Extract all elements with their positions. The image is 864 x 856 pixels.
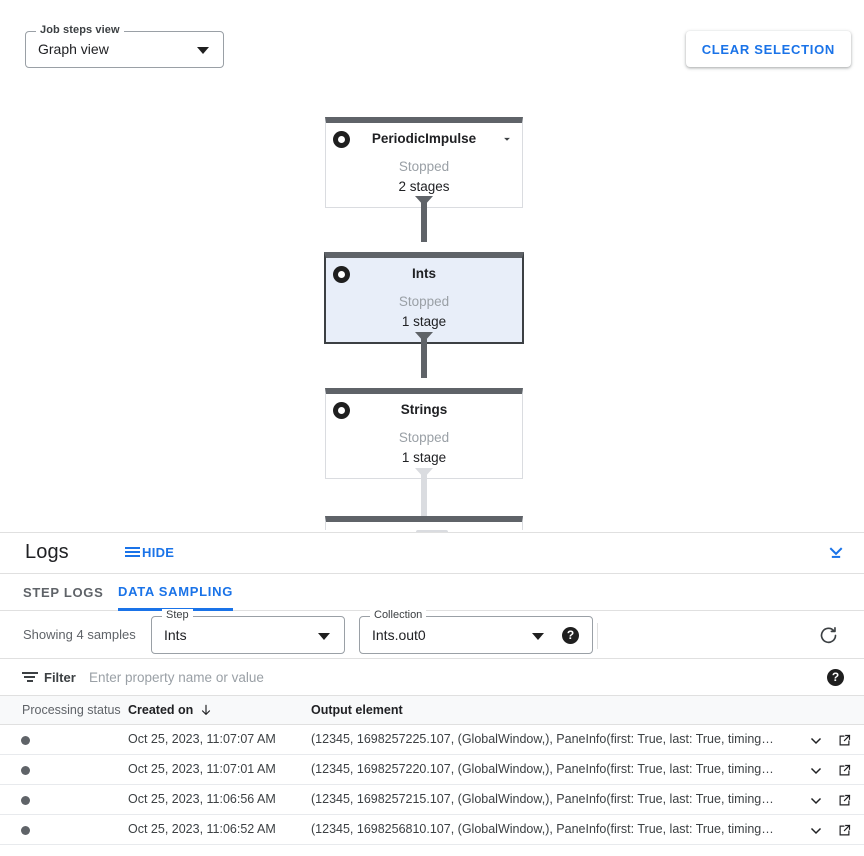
node-title: PeriodicImpulse (371, 131, 477, 146)
sampling-controls: Showing 4 samples Step Ints Collection I… (0, 609, 864, 659)
node-status: Stopped (398, 430, 450, 445)
hide-logs-button[interactable]: HIDE (125, 545, 174, 560)
samples-table: Processing status Created on Output elem… (0, 696, 864, 845)
cell-output-element: (12345, 1698257215.107, (GlobalWindow,),… (311, 792, 774, 806)
chevron-down-icon (197, 47, 209, 54)
cell-created-on: Oct 25, 2023, 11:06:52 AM (128, 822, 276, 836)
node-header: Strings (326, 400, 522, 428)
graph-node-strings[interactable]: Strings Stopped 1 stage (325, 388, 523, 479)
collection-select-value: Ints.out0 (372, 627, 426, 643)
list-lines-icon (125, 546, 140, 559)
arrow-down-icon (199, 703, 213, 717)
status-dot-icon (21, 796, 30, 805)
node-stages: 1 stage (401, 314, 447, 329)
collection-select-label: Collection (370, 609, 427, 621)
stopped-status-icon (333, 266, 350, 283)
logs-tabs: STEP LOGS DATA SAMPLING (0, 574, 864, 611)
job-steps-view-select[interactable]: Job steps view Graph view (25, 24, 224, 68)
filter-label: Filter (44, 670, 76, 685)
logs-panel: Logs HIDE STEP LOGS DATA SAMPLING Showin… (0, 532, 864, 856)
logs-header: Logs HIDE (0, 533, 864, 574)
node-header: Ints (326, 264, 522, 292)
chevron-down-icon (318, 633, 330, 640)
showing-samples-text: Showing 4 samples (23, 627, 136, 642)
connector-arrow-1 (415, 196, 433, 206)
column-header-created-on-label: Created on (128, 703, 194, 717)
column-header-output-element[interactable]: Output element (311, 703, 403, 717)
table-row[interactable]: Oct 25, 2023, 11:06:52 AM (12345, 169825… (0, 815, 864, 845)
cell-output-element: (12345, 1698257220.107, (GlobalWindow,),… (311, 762, 774, 776)
stopped-status-icon (333, 402, 350, 419)
refresh-icon[interactable] (818, 625, 839, 646)
graph-node-ints[interactable]: Ints Stopped 1 stage (324, 252, 524, 344)
node-stages: 1 stage (401, 450, 447, 465)
clear-selection-button[interactable]: CLEAR SELECTION (685, 31, 851, 67)
node-header: PeriodicImpulse (326, 129, 522, 157)
cell-output-element: (12345, 1698256810.107, (GlobalWindow,),… (311, 822, 774, 836)
connector-2 (421, 333, 427, 378)
stopped-status-icon (333, 131, 350, 148)
status-dot-icon (21, 826, 30, 835)
help-icon[interactable]: ? (827, 669, 844, 686)
table-header-row: Processing status Created on Output elem… (0, 696, 864, 725)
job-steps-view-label: Job steps view (36, 24, 124, 36)
chevron-down-icon[interactable] (808, 823, 824, 839)
column-header-processing-status[interactable]: Processing status (22, 703, 121, 717)
cell-output-element: (12345, 1698257225.107, (GlobalWindow,),… (311, 732, 774, 746)
job-steps-view-value: Graph view (38, 41, 109, 57)
tab-step-logs[interactable]: STEP LOGS (23, 585, 104, 600)
logs-title: Logs (25, 541, 69, 563)
tab-data-sampling[interactable]: DATA SAMPLING (118, 574, 234, 611)
open-in-new-icon[interactable] (837, 793, 852, 808)
connector-1 (421, 197, 427, 242)
step-select-value: Ints (164, 627, 187, 643)
hide-logs-label: HIDE (142, 545, 175, 560)
node-stages: 2 stages (398, 179, 450, 194)
chevron-down-icon[interactable] (808, 763, 824, 779)
open-in-new-icon[interactable] (837, 733, 852, 748)
job-graph-pane: Job steps view Graph view CLEAR SELECTIO… (25, 24, 851, 532)
connector-arrow-3 (415, 468, 433, 478)
table-row[interactable]: Oct 25, 2023, 11:07:07 AM (12345, 169825… (0, 725, 864, 755)
node-status: Stopped (398, 294, 450, 309)
status-dot-icon (21, 736, 30, 745)
collection-select[interactable]: Collection Ints.out0 ? (359, 609, 593, 654)
column-header-created-on[interactable]: Created on (128, 703, 213, 717)
chevron-down-icon[interactable] (808, 733, 824, 749)
chevron-down-icon (532, 633, 544, 640)
cell-created-on: Oct 25, 2023, 11:06:56 AM (128, 792, 276, 806)
connector-3 (421, 469, 427, 519)
step-select[interactable]: Step Ints (151, 609, 345, 654)
collapse-panel-icon[interactable] (826, 543, 846, 563)
filter-icon (22, 672, 38, 684)
node-title: Ints (411, 266, 436, 281)
status-dot-icon (21, 766, 30, 775)
help-icon[interactable]: ? (562, 627, 579, 644)
step-select-label: Step (162, 609, 193, 621)
open-in-new-icon[interactable] (837, 823, 852, 838)
controls-divider (597, 623, 598, 649)
node-title: Strings (400, 402, 448, 417)
cell-created-on: Oct 25, 2023, 11:07:01 AM (128, 762, 276, 776)
cell-created-on: Oct 25, 2023, 11:07:07 AM (128, 732, 276, 746)
filter-bar: Filter ? (0, 659, 864, 696)
graph-node-periodicimpulse[interactable]: PeriodicImpulse Stopped 2 stages (325, 117, 523, 208)
chevron-down-icon[interactable] (500, 132, 514, 146)
chevron-down-icon[interactable] (808, 793, 824, 809)
table-row[interactable]: Oct 25, 2023, 11:07:01 AM (12345, 169825… (0, 755, 864, 785)
filter-input[interactable] (87, 669, 767, 686)
table-row[interactable]: Oct 25, 2023, 11:06:56 AM (12345, 169825… (0, 785, 864, 815)
node-status: Stopped (398, 159, 450, 174)
open-in-new-icon[interactable] (837, 763, 852, 778)
connector-arrow-2 (415, 332, 433, 342)
